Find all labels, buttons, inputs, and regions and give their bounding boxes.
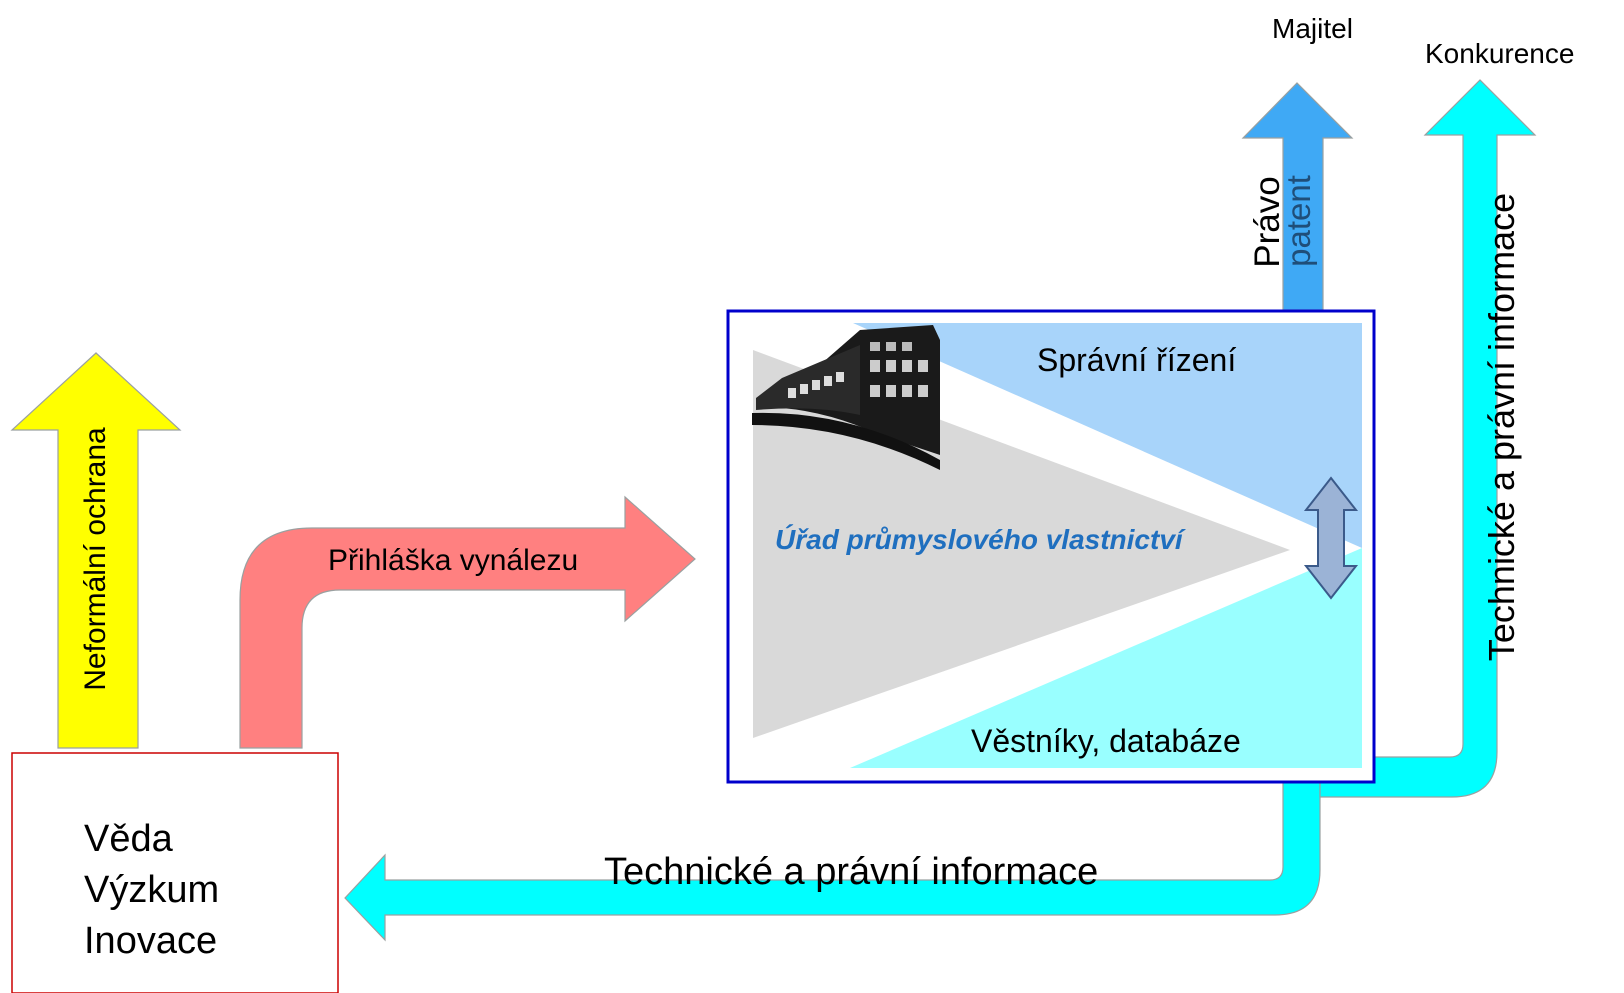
info-competition-arrow [1319, 79, 1537, 798]
admin-proceedings-label: Správní řízení [1037, 342, 1237, 378]
application-arrow [239, 495, 696, 749]
patent-label: patent [1280, 175, 1317, 267]
source-line-research: Výzkum [84, 869, 220, 911]
source-box [11, 752, 339, 993]
info-return-arrow [344, 769, 1321, 942]
source-line-innovation: Inovace [84, 920, 218, 962]
patent-arrow [1241, 82, 1354, 311]
tech-info-vertical-label: Technické a právní informace [1481, 192, 1522, 662]
bidirectional-arrow-icon [1303, 476, 1359, 600]
bulletin-region [850, 548, 1362, 768]
owner-label: Majitel [1272, 13, 1353, 44]
informal-protection-arrow [10, 352, 182, 749]
bulletins-label: Věstníky, databáze [971, 723, 1241, 759]
competition-label: Konkurence [1425, 38, 1575, 69]
office-label: Úřad průmyslového vlastnictví [775, 524, 1183, 555]
admin-region [853, 323, 1362, 548]
office-building-icon [752, 325, 940, 470]
informal-protection-label: Neformální ochrana [79, 427, 112, 691]
source-line-science: Věda [84, 818, 173, 860]
tech-info-horizontal-label: Technické a právní informace [604, 851, 1099, 893]
application-label: Přihláška vynálezu [328, 544, 579, 577]
